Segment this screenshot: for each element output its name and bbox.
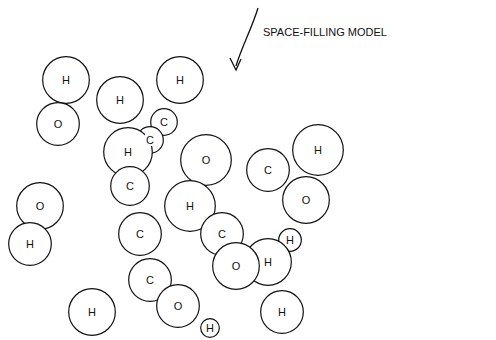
atom-circle: H (68, 288, 116, 336)
atom-circle: C (118, 212, 162, 256)
atom-symbol: C (263, 164, 273, 176)
atom-outline-circle (157, 285, 200, 328)
atom-symbol: H (185, 200, 195, 212)
atom-outline-circle (43, 57, 90, 104)
atom-outline-circle (111, 167, 150, 206)
atom-symbol: O (53, 118, 64, 130)
atom-outline-circle (69, 289, 116, 336)
pointer-line (236, 8, 258, 66)
atom-symbol: C (159, 116, 169, 128)
atom-symbol: H (25, 238, 35, 250)
atom-outline-circle (97, 77, 144, 124)
atom-symbol: C (145, 134, 155, 146)
atom-outline-circle (283, 177, 330, 224)
atom-symbol: O (35, 200, 46, 212)
atom-outline-circle (17, 183, 64, 230)
atom-circle: O (16, 182, 64, 230)
atom-symbol: O (231, 260, 242, 272)
model-caption: SPACE-FILLING MODEL (262, 26, 388, 38)
atom-symbol: H (61, 74, 71, 86)
atom-symbol: C (135, 228, 145, 240)
atom-symbol: O (173, 300, 184, 312)
atom-circle: H (96, 76, 144, 124)
atom-symbol: H (285, 234, 295, 246)
atom-outline-circle (247, 149, 290, 192)
atom-circle: H (260, 290, 304, 334)
atom-circle: H (156, 56, 204, 104)
atom-symbol: O (301, 194, 312, 206)
atom-symbol: H (205, 322, 215, 334)
atom-circle: O (180, 134, 232, 186)
atom-circle: O (282, 176, 330, 224)
atom-circle: O (156, 284, 200, 328)
atom-outline-circle (181, 135, 232, 186)
atom-circle: H (200, 318, 220, 338)
atom-circle: O (212, 242, 260, 290)
atom-symbol: H (263, 256, 273, 268)
atom-outline-circle (213, 243, 260, 290)
atom-outline-circle (201, 319, 220, 338)
arrow-head (230, 58, 241, 70)
atom-circle: O (36, 102, 80, 146)
atom-symbol: H (115, 94, 125, 106)
atom-symbol: C (145, 274, 155, 286)
atom-outline-circle (9, 223, 52, 266)
atom-circle: H (292, 124, 344, 176)
atom-symbol: H (277, 306, 287, 318)
atom-outline-circle (261, 291, 304, 334)
atom-symbol: O (201, 154, 212, 166)
atom-outline-circle (293, 125, 344, 176)
atom-symbol: H (87, 306, 97, 318)
atom-outline-circle (157, 57, 204, 104)
atom-outline-circle (37, 103, 80, 146)
atom-circle: H (42, 56, 90, 104)
atom-symbol: C (125, 180, 135, 192)
atom-symbol: H (313, 144, 323, 156)
atom-symbol: H (175, 74, 185, 86)
atom-symbol: H (123, 146, 133, 158)
atom-circle: H (8, 222, 52, 266)
atom-symbol: C (217, 228, 227, 240)
atom-circle: C (246, 148, 290, 192)
atom-circle: C (110, 166, 150, 206)
atom-outline-circle (119, 213, 162, 256)
